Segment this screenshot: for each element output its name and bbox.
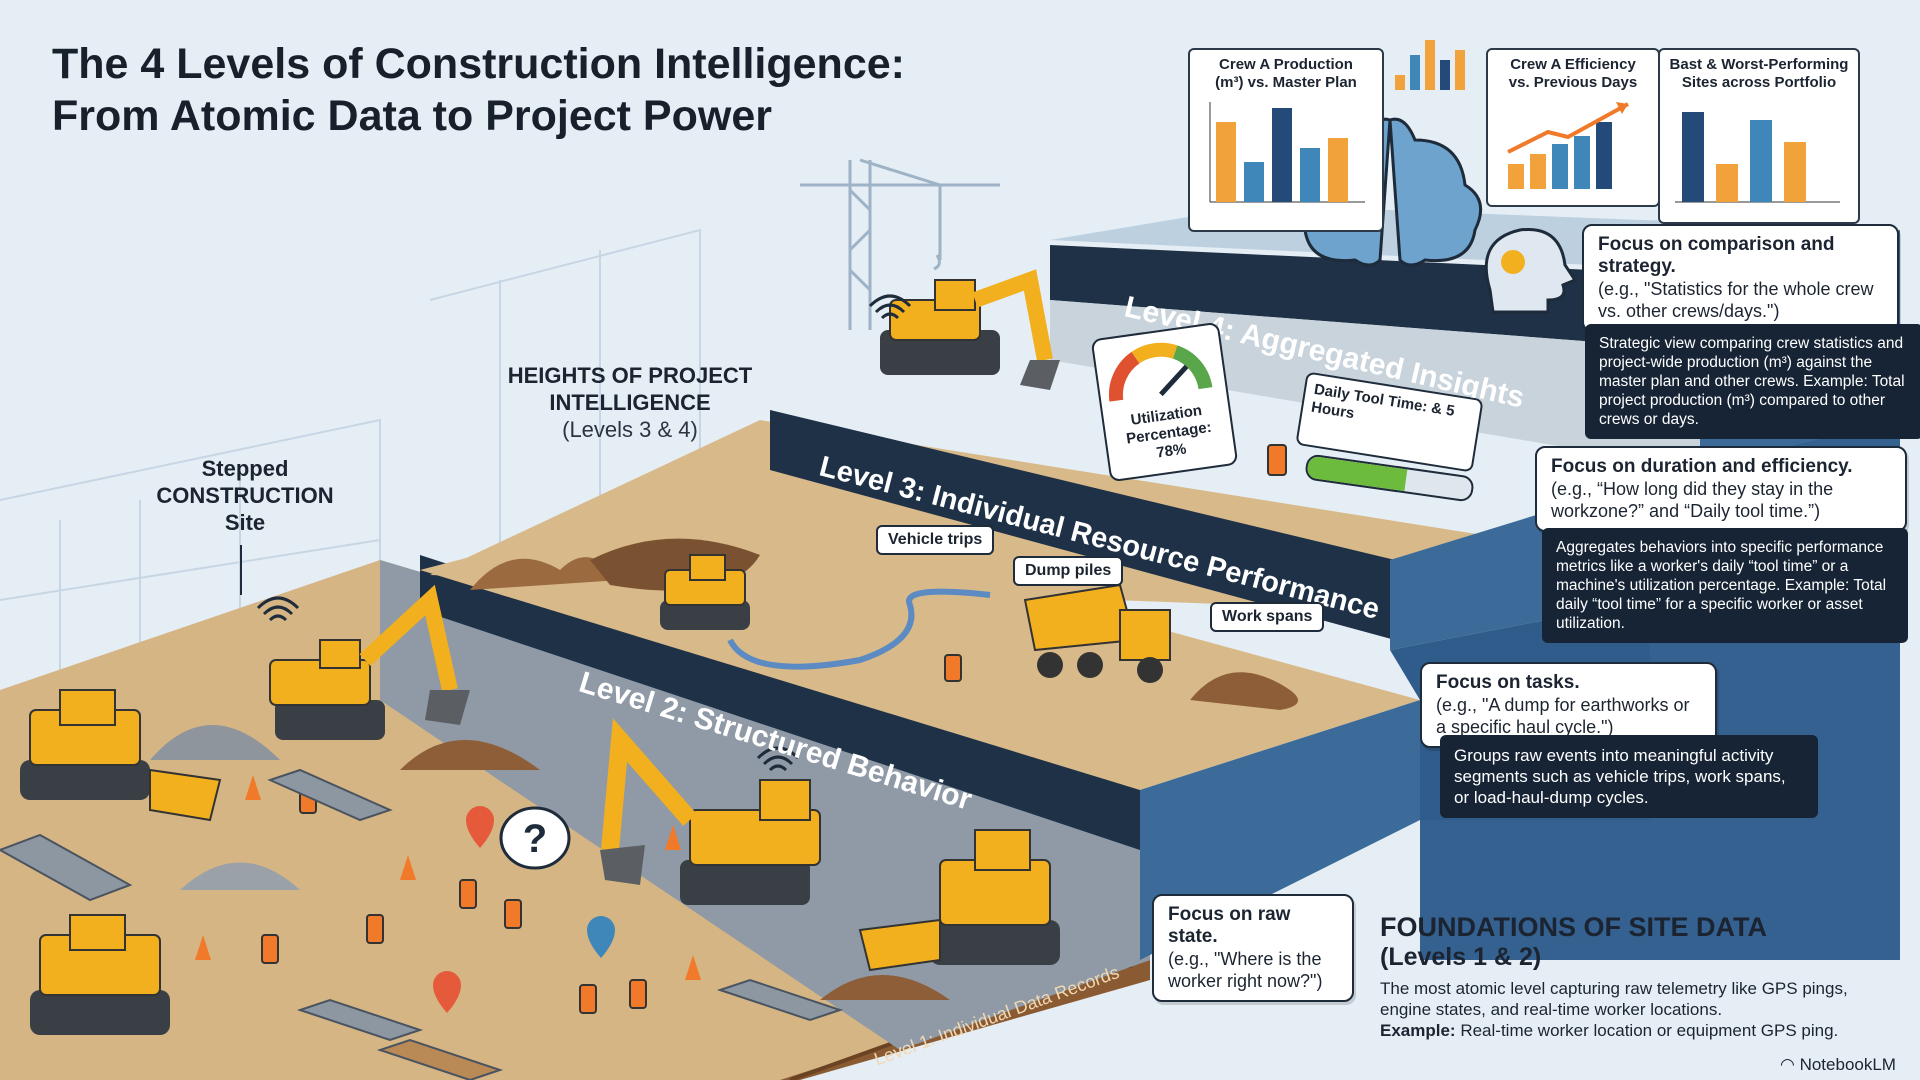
bulldozer-left (20, 689, 222, 822)
callout-level2-example: (e.g., "A dump for earthworks or a speci… (1436, 695, 1690, 737)
loader-level3 (660, 554, 750, 630)
heights-title: HEIGHTS OF PROJECT INTELLIGENCE (507, 363, 753, 415)
haul-path-arrow (727, 588, 991, 670)
chart-crew-production-bars (1209, 102, 1365, 203)
callout-level1: Focus on raw state. (e.g., "Where is the… (1152, 894, 1354, 1002)
callout-level4-heading: Focus on comparison and strategy. (1598, 234, 1835, 277)
dump-truck (1023, 583, 1171, 683)
callout-level3-example: (e.g., “How long did they stay in the wo… (1551, 479, 1834, 521)
crane-sketch (800, 158, 1000, 330)
brand-watermark: ◠ NotebookLM (1780, 1055, 1896, 1075)
foundations-example-label: Example: (1380, 1021, 1456, 1040)
tag-vehicle-trips: Vehicle trips (876, 525, 995, 555)
foundations-block: FOUNDATIONS OF SITE DATA (Levels 1 & 2) … (1380, 912, 1900, 1041)
brand-name: NotebookLM (1799, 1055, 1896, 1074)
dirt-piles (150, 538, 1298, 1000)
callout-level1-example: (e.g., "Where is the worker right now?") (1168, 949, 1323, 991)
tag-work-spans: Work spans (1210, 602, 1325, 632)
callout-level3: Focus on duration and efficiency. (e.g.,… (1535, 446, 1907, 532)
level3-wall (770, 410, 1395, 640)
utilization-gauge-card: Utilization Percentage: 78% (1090, 321, 1239, 483)
foundations-text: The most atomic level capturing raw tele… (1380, 979, 1848, 1019)
utilization-label: Utilization Percentage: 78% (1125, 401, 1213, 462)
foundations-heading: FOUNDATIONS OF SITE DATA (1380, 912, 1767, 942)
callout-level3-heading: Focus on duration and efficiency. (1551, 456, 1853, 477)
svg-text:?: ? (523, 817, 547, 861)
bulldozer-right (858, 829, 1060, 972)
description-level2: Groups raw events into meaningful activi… (1440, 735, 1818, 818)
description-level3: Aggregates behaviors into specific perfo… (1542, 528, 1908, 643)
traffic-cones (195, 775, 701, 980)
callout-level4: Focus on comparison and strategy. (e.g.,… (1582, 224, 1899, 332)
gauge-needle (1159, 364, 1189, 397)
chart-site-performance: Bast & Worst-Performing Sites across Por… (1658, 48, 1860, 224)
brand-logo-icon: ◠ (1780, 1055, 1795, 1074)
excavator-level2 (269, 584, 470, 740)
utilization-gauge (1108, 342, 1213, 402)
material-stacks (0, 768, 844, 1080)
stepped-site-label: Stepped CONSTRUCTION Site (156, 456, 334, 535)
workers (261, 444, 1287, 1014)
excavator-level1 (600, 718, 821, 905)
page-title: The 4 Levels of Construction Intelligenc… (52, 40, 905, 140)
question-bubble: ? (499, 806, 571, 870)
level2-band (420, 555, 1140, 850)
excavator-level4 (880, 269, 1060, 390)
head-lightbulb-icon (1484, 227, 1578, 314)
center-bar-chart-icon (1395, 40, 1465, 90)
chart-crew-production-title: Crew A Production (m³) vs. Master Plan (1215, 56, 1357, 91)
description-level4: Strategic view comparing crew statistics… (1585, 324, 1920, 439)
chart-crew-efficiency-title: Crew A Efficiency vs. Previous Days (1508, 56, 1638, 91)
callout-level2: Focus on tasks. (e.g., "A dump for earth… (1420, 662, 1717, 748)
callout-level4-example: (e.g., "Statistics for the whole crew vs… (1598, 279, 1874, 321)
chart-site-performance-bars (1675, 112, 1840, 203)
tag-dump-piles: Dump piles (1013, 556, 1124, 586)
wifi-signal-icons (256, 294, 912, 772)
bulldozer-bottom-left (30, 914, 170, 1035)
heights-subtitle: (Levels 3 & 4) (562, 417, 698, 442)
foundations-subheading: (Levels 1 & 2) (1380, 943, 1542, 971)
stepped-site-pointer (240, 545, 242, 595)
callout-level1-heading: Focus on raw state. (1168, 904, 1291, 947)
heights-label: HEIGHTS OF PROJECT INTELLIGENCE (Levels … (490, 362, 770, 443)
chart-crew-production: Crew A Production (m³) vs. Master Plan (1188, 48, 1384, 232)
chart-site-performance-title: Bast & Worst-Performing Sites across Por… (1669, 56, 1849, 91)
chart-crew-efficiency-bars (1507, 102, 1629, 189)
chart-crew-efficiency: Crew A Efficiency vs. Previous Days (1486, 48, 1660, 207)
foundations-example-text: Real-time worker location or equipment G… (1460, 1021, 1839, 1040)
location-pins (433, 806, 615, 1013)
callout-level2-heading: Focus on tasks. (1436, 672, 1580, 693)
